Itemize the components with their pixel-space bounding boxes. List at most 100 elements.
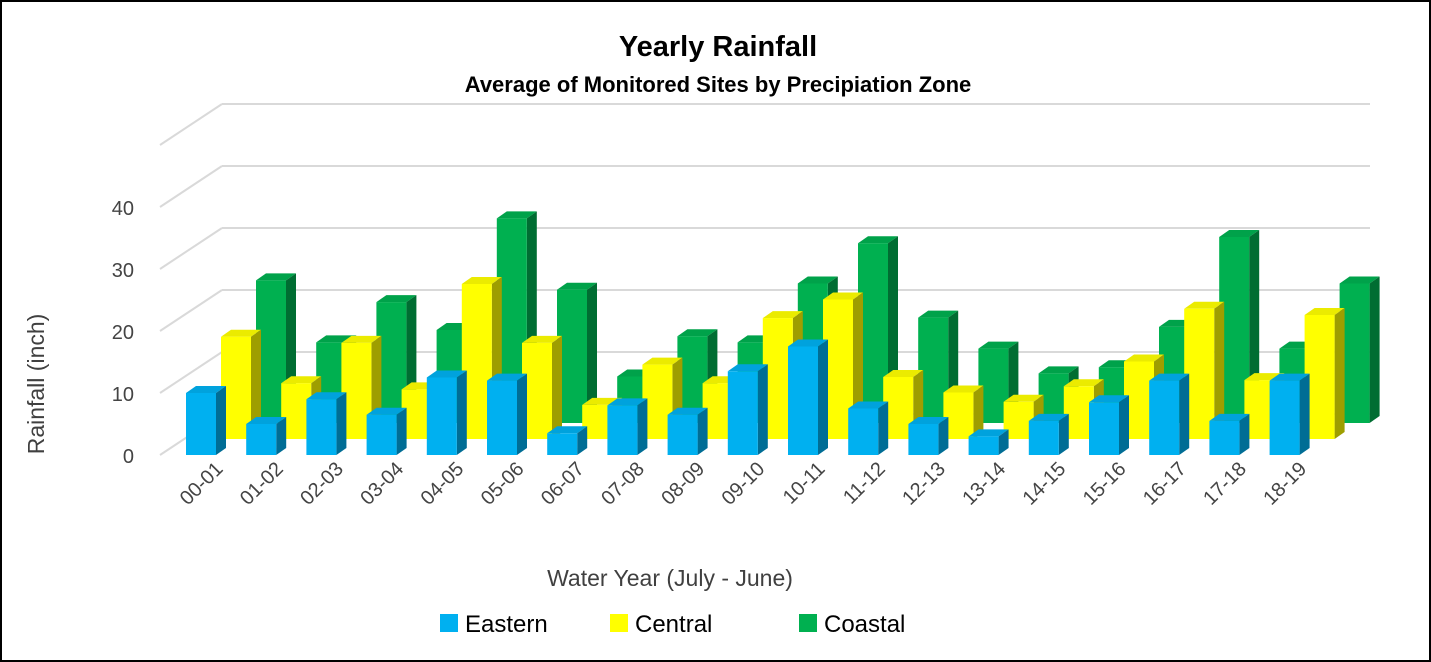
- bar-side: [637, 398, 648, 455]
- bar-top: [908, 417, 949, 424]
- bar-front: [908, 424, 939, 455]
- bar-eastern-05-06: [487, 373, 527, 455]
- bar-top: [376, 295, 417, 303]
- bar-front: [186, 393, 216, 455]
- bar-eastern-01-02: [246, 417, 287, 455]
- bar-eastern-04-05: [426, 370, 467, 455]
- bar-top: [677, 329, 718, 337]
- bar-eastern-08-09: [667, 407, 708, 455]
- bar-top: [762, 311, 803, 319]
- bar-coastal-18-19: [1339, 276, 1380, 423]
- bar-side: [1058, 413, 1069, 455]
- bar-eastern-07-08: [607, 398, 648, 455]
- bar-central-12-13: [943, 385, 984, 439]
- bar-eastern-11-12: [848, 401, 889, 455]
- bar-top: [883, 370, 924, 377]
- bar-top: [246, 417, 287, 424]
- bar-top: [667, 407, 708, 415]
- bar-central-05-06: [522, 335, 562, 439]
- bar-front: [1269, 380, 1300, 455]
- bar-top: [607, 398, 648, 406]
- gridline-depth: [159, 289, 223, 332]
- bar-top: [1339, 276, 1380, 284]
- bar-top: [522, 335, 562, 343]
- bar-front: [1149, 380, 1180, 455]
- bar-top: [557, 282, 597, 290]
- bar-front: [968, 436, 999, 455]
- bar-top: [797, 276, 838, 284]
- bar-top: [968, 429, 1009, 437]
- bar-side: [1334, 308, 1345, 439]
- y-tick-label: 10: [112, 384, 134, 406]
- bar-eastern-06-07: [547, 426, 588, 455]
- bars: [186, 211, 1380, 455]
- bar-top: [281, 376, 322, 384]
- bar-top: [426, 370, 467, 378]
- y-axis-label: Rainfall (inch): [23, 314, 49, 455]
- bar-side: [1369, 276, 1380, 423]
- bar-top: [1269, 373, 1310, 381]
- bar-side: [757, 364, 768, 455]
- bar-central-18-19: [1304, 308, 1345, 439]
- y-tick-label: 40: [112, 198, 134, 220]
- bar-side: [517, 373, 527, 455]
- x-axis-label: Water Year (July - June): [547, 565, 793, 591]
- bar-top: [823, 292, 863, 300]
- bar-top: [547, 426, 588, 434]
- bar-top: [1089, 395, 1129, 403]
- legend-label-eastern: Eastern: [465, 611, 548, 638]
- bar-central-02-03: [341, 335, 382, 439]
- gridline-depth: [159, 165, 223, 208]
- bar-eastern-17-18: [1209, 413, 1250, 455]
- bar-front: [667, 414, 698, 455]
- bar-top: [306, 392, 347, 400]
- gridline-depth: [159, 351, 223, 394]
- bar-central-11-12: [883, 370, 924, 439]
- bar-eastern-16-17: [1149, 373, 1190, 455]
- bar-front: [848, 408, 879, 455]
- bar-side: [878, 401, 889, 455]
- bar-eastern-14-15: [1028, 413, 1069, 455]
- bar-top: [221, 329, 261, 337]
- bar-top: [461, 277, 502, 284]
- bar-side: [336, 392, 347, 455]
- bar-top: [727, 364, 768, 372]
- bar-top: [496, 211, 537, 219]
- y-tick-label: 0: [123, 446, 134, 468]
- bar-eastern-02-03: [306, 392, 347, 455]
- bar-top: [1209, 413, 1250, 421]
- bar-top: [186, 386, 226, 393]
- bar-side: [1179, 373, 1190, 455]
- bar-top: [848, 401, 889, 409]
- bar-eastern-00-01: [186, 386, 226, 455]
- bar-top: [642, 357, 683, 365]
- bar-eastern-12-13: [908, 417, 949, 455]
- bar-top: [1124, 354, 1164, 362]
- bar-front: [426, 377, 457, 455]
- bar-front: [1209, 420, 1240, 455]
- chart-title: Yearly Rainfall: [619, 31, 817, 63]
- bar-top: [1063, 379, 1104, 387]
- bar-front: [306, 399, 337, 455]
- bar-top: [341, 335, 382, 343]
- bar-eastern-03-04: [366, 407, 407, 455]
- bar-top: [788, 339, 828, 347]
- gridline-depth: [159, 227, 223, 270]
- bar-top: [918, 310, 959, 318]
- bar-side: [456, 370, 467, 455]
- bar-top: [1003, 394, 1044, 402]
- bar-top: [487, 373, 527, 381]
- bar-front: [246, 424, 277, 455]
- bar-top: [1304, 308, 1345, 315]
- bar-top: [978, 341, 1019, 349]
- bar-eastern-09-10: [727, 364, 768, 455]
- bar-side: [1299, 373, 1310, 455]
- bar-side: [396, 407, 407, 455]
- bar-side: [216, 386, 226, 455]
- bar-front: [788, 346, 818, 455]
- bar-top: [1184, 301, 1225, 309]
- bar-side: [1239, 413, 1250, 455]
- bar-side: [818, 339, 828, 455]
